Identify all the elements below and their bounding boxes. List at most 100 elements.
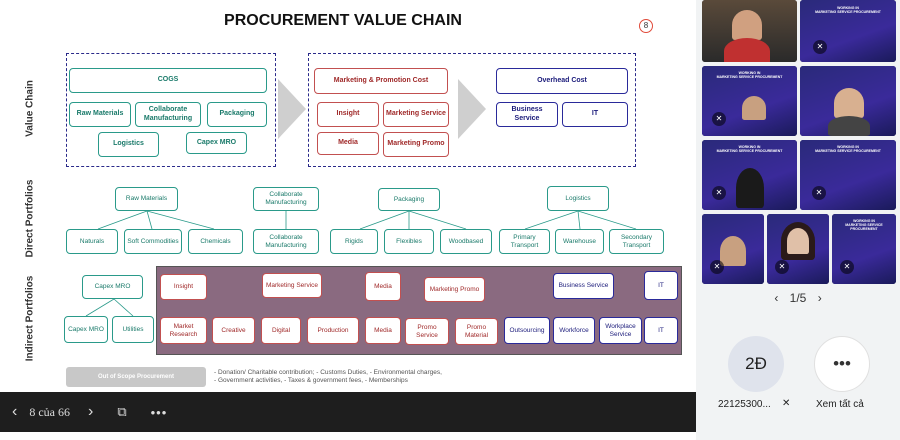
mic-off-icon: ✕ bbox=[710, 260, 724, 274]
ip-outsourcing: Outsourcing bbox=[504, 317, 550, 344]
more-horizontal-icon[interactable]: ••• bbox=[150, 404, 168, 420]
tile-pager: ‹ 1/5 › bbox=[696, 291, 900, 305]
out-of-scope-label: Out of Scope Procurement bbox=[66, 367, 206, 387]
dp-primary-transport: Primary Transport bbox=[499, 229, 550, 254]
vc-mkt-promo-cost: Marketing & Promotion Cost bbox=[314, 68, 448, 94]
vc-marketing-service: Marketing Service bbox=[383, 102, 449, 127]
participant-face bbox=[720, 236, 746, 266]
vc-logistics: Logistics bbox=[98, 132, 159, 157]
participant-face bbox=[742, 96, 766, 120]
ip-it: IT bbox=[644, 271, 678, 300]
chevron-arrow-2 bbox=[458, 79, 486, 139]
dp-soft-commodities: Soft Commodities bbox=[124, 229, 182, 254]
dp-logistics: Logistics bbox=[547, 186, 609, 211]
ip-insight: Insight bbox=[160, 274, 207, 300]
ip-workplace-service: Workplace Service bbox=[599, 317, 642, 344]
tile-caption-line-2: MARKETING SERVICE PROCUREMENT bbox=[815, 10, 881, 14]
participant-tile-7[interactable]: ✕ bbox=[702, 214, 764, 284]
participant-tile-8[interactable]: ✕ bbox=[767, 214, 829, 284]
cogs-dashed-group bbox=[66, 53, 276, 167]
vc-capex-mro: Capex MRO bbox=[186, 132, 247, 154]
page-indicator: 8 của 66 bbox=[29, 404, 70, 419]
ip-capex-mro: Capex MRO bbox=[82, 275, 143, 299]
mic-off-icon: ✕ bbox=[712, 112, 726, 126]
tile-caption-line-1: WORKING IN bbox=[837, 6, 859, 10]
participant-shirt bbox=[828, 116, 870, 136]
mic-off-icon: ✕ bbox=[782, 398, 791, 409]
out-of-scope-line-1: - Donation/ Charitable contribution; - C… bbox=[214, 369, 442, 376]
mic-off-icon: ✕ bbox=[712, 186, 726, 200]
participant-face bbox=[787, 228, 809, 254]
dp-raw-materials: Raw Materials bbox=[115, 187, 178, 211]
dp-collab-mfg-child: Collaborate Manufacturing bbox=[253, 229, 319, 254]
participant-face bbox=[834, 88, 864, 118]
tile-caption-line-1: WORKING IN bbox=[837, 145, 859, 149]
participant-shirt bbox=[724, 38, 770, 62]
ip-business-service: Business Service bbox=[553, 273, 614, 299]
participant-face bbox=[732, 10, 762, 40]
see-all-button[interactable]: ••• bbox=[814, 336, 870, 392]
tile-caption-line-2: MARKETING SERVICE PROCUREMENT bbox=[815, 149, 881, 153]
chevron-left-icon[interactable]: ‹ bbox=[12, 403, 18, 420]
ip-market-research: Market Research bbox=[160, 317, 207, 344]
tile-caption-line-1: WORKING IN bbox=[738, 71, 761, 75]
vc-collab-mfg: Collaborate Manufacturing bbox=[135, 102, 201, 127]
presentation-toolbar: ‹ 8 của 66 › ⧉ ••• bbox=[0, 392, 696, 432]
ip-media-child: Media bbox=[365, 317, 401, 344]
participant-tile-1[interactable] bbox=[702, 0, 797, 62]
chevron-arrow-1 bbox=[278, 79, 306, 139]
cost-dashed-group bbox=[308, 53, 636, 167]
tile-caption-line-2: MARKETING SERVICE PROCUREMENT bbox=[845, 223, 883, 231]
ip-media: Media bbox=[365, 272, 401, 301]
chevron-right-icon[interactable]: › bbox=[87, 403, 94, 420]
dp-warehouse: Warehouse bbox=[555, 229, 604, 254]
ip-it-child: IT bbox=[644, 317, 678, 344]
dp-woodbased: Woodbased bbox=[440, 229, 492, 254]
ip-creative: Creative bbox=[212, 317, 255, 344]
ip-digital: Digital bbox=[261, 317, 301, 344]
tile-caption-line-2: MARKETING SERVICE PROCUREMENT bbox=[716, 75, 783, 79]
dp-rigids: Rigids bbox=[330, 229, 378, 254]
chevron-right-icon[interactable]: › bbox=[817, 291, 822, 305]
vc-business-service: Business Service bbox=[496, 102, 558, 127]
dp-packaging: Packaging bbox=[378, 188, 440, 211]
presentation-slide: PROCUREMENT VALUE CHAIN 8 Value Chain Di… bbox=[24, 12, 682, 387]
dp-chemicals: Chemicals bbox=[188, 229, 243, 254]
see-all-label: Xem tất cả bbox=[816, 399, 864, 410]
ip-promo-service: Promo Service bbox=[405, 318, 449, 345]
grid-view-icon[interactable]: ⧉ bbox=[117, 404, 127, 419]
ip-marketing-service: Marketing Service bbox=[262, 273, 322, 298]
participant-hair bbox=[736, 168, 764, 208]
vc-media: Media bbox=[317, 132, 379, 155]
out-of-scope-line-2: - Government activities, - Taxes & gover… bbox=[214, 377, 408, 385]
mic-off-icon: ✕ bbox=[812, 186, 826, 200]
chevron-left-icon[interactable]: ‹ bbox=[774, 291, 779, 305]
slide-title: PROCUREMENT VALUE CHAIN bbox=[224, 12, 462, 29]
participant-tile-4[interactable] bbox=[800, 66, 896, 136]
dp-collab-mfg: Collaborate Manufacturing bbox=[253, 187, 319, 211]
participant-name: 22125300... bbox=[718, 399, 771, 410]
ip-promo-material: Promo Material bbox=[455, 318, 498, 345]
mic-off-icon: ✕ bbox=[813, 40, 827, 54]
ip-marketing-promo: Marketing Promo bbox=[424, 277, 485, 302]
tile-page-indicator: 1/5 bbox=[789, 291, 807, 305]
participant-avatar[interactable]: 2Đ bbox=[728, 336, 784, 392]
ip-utilities: Utilities bbox=[112, 316, 154, 343]
tile-caption-line-1: WORKING IN bbox=[738, 145, 761, 149]
ip-capex-mro-child: Capex MRO bbox=[64, 316, 108, 343]
vc-it: IT bbox=[562, 102, 628, 127]
vc-marketing-promo: Marketing Promo bbox=[383, 132, 449, 157]
ip-workforce: Workforce bbox=[553, 317, 595, 344]
vc-insight: Insight bbox=[317, 102, 379, 127]
